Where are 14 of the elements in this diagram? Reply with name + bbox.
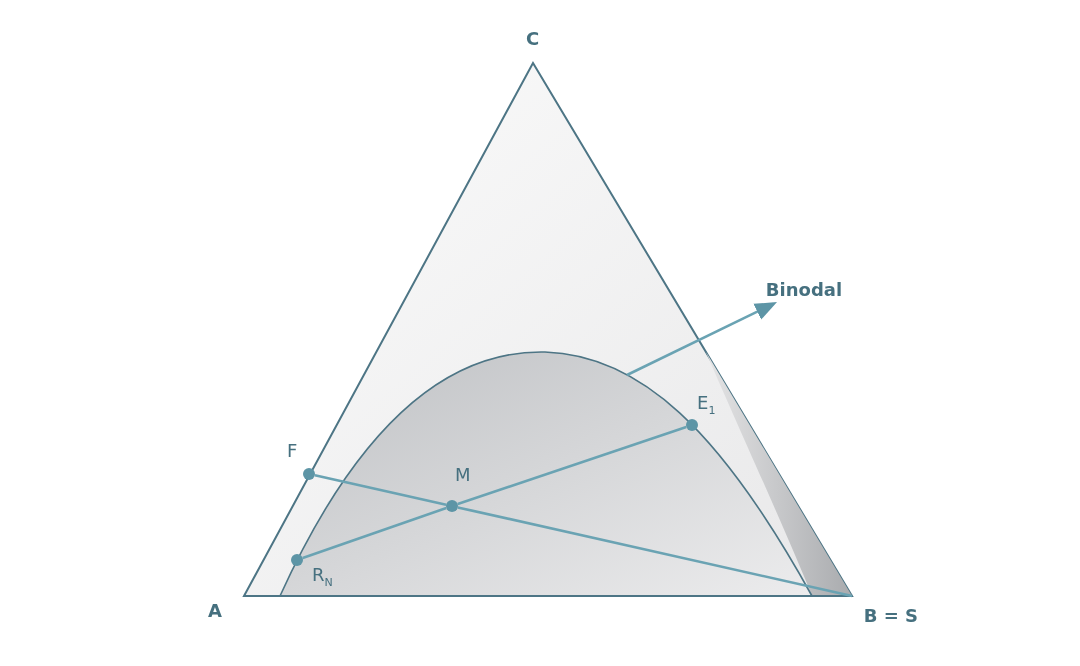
tie-line	[314, 474, 447, 506]
vertex-label: A	[208, 600, 222, 621]
arrow	[626, 302, 778, 377]
point-label: E$_{1}$	[697, 392, 716, 417]
tie-line	[457, 425, 687, 506]
point-marker	[303, 468, 315, 480]
tie-line	[457, 506, 853, 598]
point-label: Binodal	[758, 274, 850, 304]
tie-line	[302, 506, 447, 560]
point-label: R$_{N}$	[312, 564, 333, 589]
point-label: M	[455, 464, 471, 485]
point-label: B = S	[852, 596, 918, 626]
vertex-label: C	[526, 28, 540, 49]
point-label: F	[287, 440, 298, 461]
